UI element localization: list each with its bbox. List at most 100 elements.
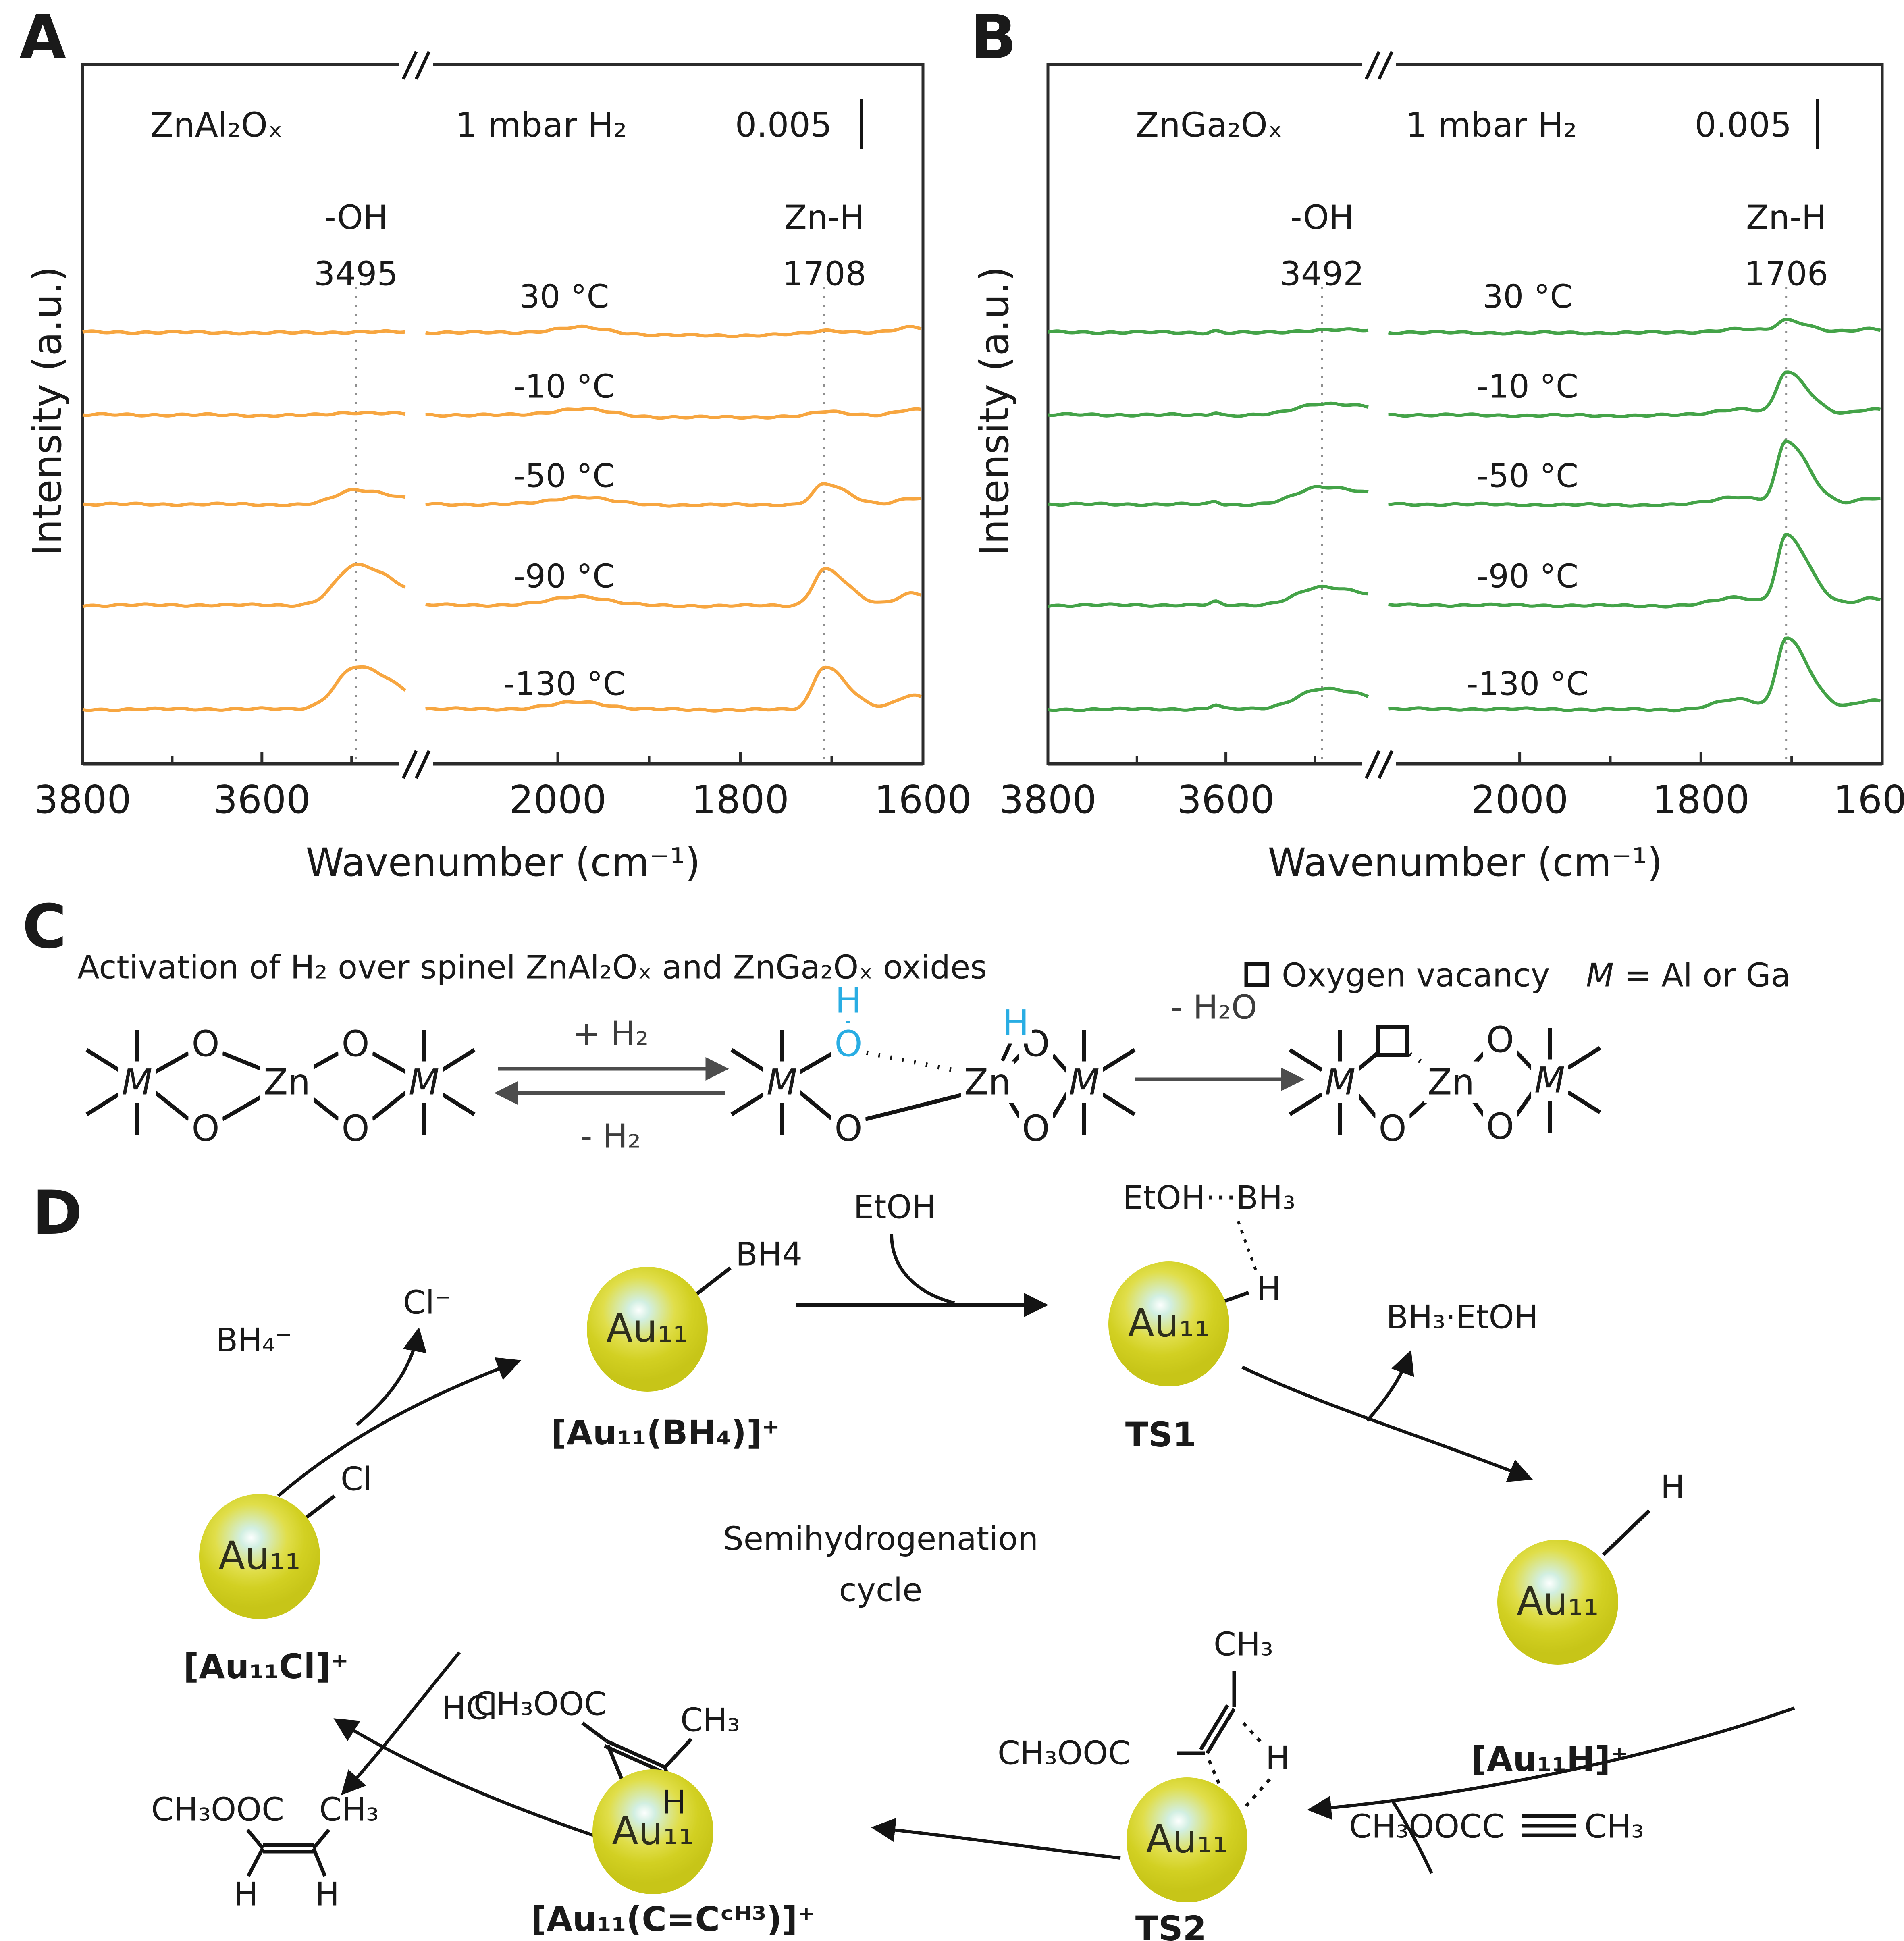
cycle-title-line2: cycle	[839, 1571, 923, 1609]
aucl-cl-bond	[305, 1494, 336, 1519]
panel-letter-b: B	[971, 2, 1017, 73]
temperature-label: -50 °C	[1477, 457, 1578, 495]
spectra-traces	[82, 318, 1881, 713]
product-release-arrow	[341, 1651, 461, 1796]
species-auh-label: [Au₁₁H]⁺	[1471, 1739, 1628, 1779]
condition-label: 1 mbar H₂	[455, 105, 627, 145]
species-ts1-label: TS1	[1125, 1415, 1197, 1455]
atom-label-m: M	[405, 1061, 443, 1103]
bh3etoh-release-arrow	[1366, 1350, 1414, 1422]
spectrum-trace-A	[425, 665, 922, 713]
species-auvinyl-label: [Au₁₁(C=Cᶜᴴ³)]⁺	[531, 1899, 815, 1939]
minus-h2o-label: - H₂O	[1170, 988, 1258, 1027]
au11-core-label: Au₁₁	[612, 1808, 694, 1854]
au11-core-label: Au₁₁	[1517, 1578, 1599, 1624]
spectrum-trace-A	[425, 567, 922, 609]
x-tick-label: 1800	[1652, 778, 1750, 822]
spectrum-trace-A	[425, 324, 922, 338]
atom-label-o: O	[338, 1023, 373, 1065]
auvinyl-to-aucl-arrow	[333, 1718, 613, 1843]
panel-letter-a: A	[19, 2, 67, 73]
au11-core-label: Au₁₁	[606, 1305, 688, 1351]
cl-anion-label: Cl⁻	[403, 1284, 452, 1322]
axis-break-mark	[402, 51, 431, 80]
panel-letter-d: D	[32, 1178, 83, 1248]
peak-wavenumber: 3495	[314, 255, 398, 293]
temperature-label: -90 °C	[513, 557, 615, 595]
atom-label-o: O	[1483, 1106, 1517, 1147]
spectrum-trace-A	[82, 563, 406, 608]
gold-cluster-ts1: Au₁₁	[1108, 1261, 1229, 1386]
plus-h2-label: + H₂	[572, 1014, 649, 1053]
atom-label-zn: Zn	[960, 1061, 1014, 1103]
atom-label-m: M	[1531, 1059, 1568, 1101]
condition-label: 1 mbar H₂	[1405, 105, 1577, 145]
atom-label-zn: Zn	[260, 1061, 314, 1103]
spectrum-trace-A	[82, 665, 407, 712]
legend-m-definition: M = Al or Ga	[1586, 957, 1791, 994]
spectrum-trace-A	[425, 407, 922, 420]
material-label: ZnGa₂Oₓ	[1135, 105, 1283, 145]
x-tick-label: 2000	[1471, 778, 1569, 822]
au11-core-label: Au₁₁	[1146, 1816, 1228, 1862]
ts2-to-auvinyl-arrow	[871, 1818, 1121, 1860]
au11-core-label: Au₁₁	[218, 1533, 301, 1578]
legend-vacancy-label: Oxygen vacancy	[1282, 956, 1550, 994]
x-tick-label: 1600	[874, 778, 972, 822]
atom-label-h: H	[831, 979, 865, 1021]
y-axis-title: Intensity (a.u.)	[972, 266, 1018, 556]
peak-wavenumber: 3492	[1280, 255, 1364, 293]
product-alkene-bonds	[246, 1829, 330, 1877]
scalebar-value: 0.005	[1694, 105, 1792, 145]
spectrum-trace-B	[1388, 533, 1881, 609]
legend-m-symbol: M	[1586, 956, 1614, 994]
aucl-cl-label: Cl	[340, 1460, 372, 1498]
atom-label-o: O	[1375, 1108, 1410, 1149]
minus-h2-label: - H₂	[580, 1117, 641, 1156]
atom-label-m: M	[763, 1061, 800, 1103]
product-h1-label: H	[233, 1875, 258, 1913]
atom-label-m: M	[1066, 1061, 1103, 1103]
spectrum-trace-B	[1048, 485, 1369, 507]
gold-cluster-aubh4: Au₁₁	[587, 1267, 708, 1392]
atom-label-o: O	[188, 1108, 223, 1149]
bh4-ligand-label: BH4	[736, 1235, 802, 1273]
legend-m-rest: = Al or Ga	[1614, 956, 1791, 994]
spectrum-trace-B	[1388, 370, 1881, 418]
ts1-to-auh-arrow	[1241, 1365, 1533, 1482]
panel-c-arrows	[494, 1057, 1305, 1105]
ts2-methyl-label: CH₃	[1213, 1625, 1274, 1663]
temperature-label: -10 °C	[1477, 368, 1578, 405]
atom-label-m: M	[1322, 1061, 1359, 1103]
axis-break-mark	[1365, 51, 1394, 80]
x-tick-label: 1800	[692, 778, 789, 822]
species-ts2-label: TS2	[1135, 1909, 1207, 1941]
spectrum-trace-B	[1048, 584, 1369, 608]
temperature-label: -130 °C	[503, 665, 626, 703]
peak-label: Zn-H	[784, 198, 865, 237]
axis-break-mark	[1365, 750, 1394, 779]
alkyne-left-label: CH₃OOCC	[1349, 1808, 1505, 1845]
temperature-label: -50 °C	[513, 457, 615, 495]
peak-wavenumber: 1708	[782, 255, 867, 293]
etoh-bh3-label: EtOH···BH₃	[1122, 1179, 1296, 1217]
aucl-to-aubh4-arrow	[277, 1357, 522, 1498]
spectrum-trace-A	[82, 411, 406, 418]
cycle-title-line1: Semihydrogenation	[723, 1520, 1039, 1558]
alkyne-triple-bond	[1522, 1814, 1576, 1837]
spectrum-trace-B	[1048, 401, 1369, 418]
temperature-label: 30 °C	[1482, 278, 1573, 316]
panel-c-structures	[85, 962, 1601, 1135]
spectrum-trace-B	[1048, 327, 1369, 336]
etoh-join-curve	[890, 1234, 955, 1305]
legend-vacancy-square	[1244, 962, 1269, 987]
spectrum-trace-A	[82, 329, 406, 336]
aubh4-ligand-bond	[695, 1266, 732, 1296]
spectra-axes	[81, 51, 1884, 779]
atom-label-h: H	[999, 1002, 1033, 1044]
auvinyl-h-label: H	[661, 1783, 686, 1821]
axis-break-mark	[402, 750, 431, 779]
atom-label-o: O	[1483, 1019, 1517, 1061]
x-tick-label: 2000	[509, 778, 607, 822]
peak-label: -OH	[1290, 198, 1354, 237]
